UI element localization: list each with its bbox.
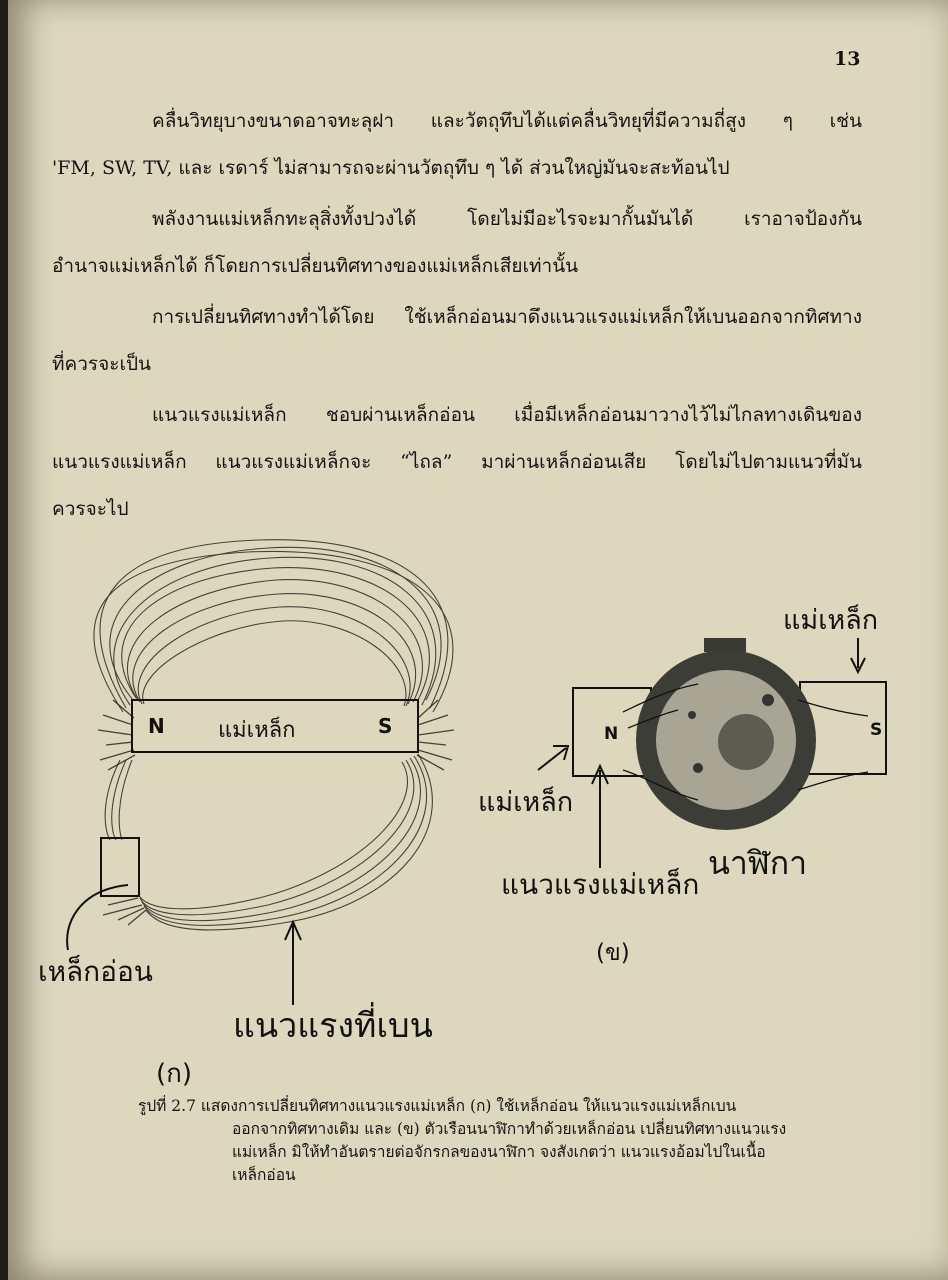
panel-a-label: (ก) <box>156 1059 193 1089</box>
text-line: แนวแรงแม่เหล็ก แนวแรงแม่เหล็กจะ “ไถล” มา… <box>52 451 862 473</box>
paragraph-magnetic-energy: พลังงานแม่เหล็กทะลุสิ่งทั้งปวงได้ โดยไม่… <box>52 196 862 290</box>
figure-a-hair-tufts <box>97 699 455 926</box>
magnet-left-label: แม่เหล็ก <box>478 787 574 818</box>
figure-2-7-drawing <box>66 539 887 1005</box>
text-line: ควรจะไป <box>52 498 129 520</box>
bent-lines-label: แนวแรงที่เบน <box>233 1006 433 1046</box>
magnet-top-label: แม่เหล็ก <box>783 605 879 636</box>
watch-label: นาฬิกา <box>708 844 808 882</box>
soft-iron-pointer <box>66 884 129 951</box>
figure-b-field-lines <box>622 683 869 801</box>
figure-caption: รูปที่ 2.7 แสดงการเปลี่ยนทิศทางแนวแรงแม่… <box>138 1095 858 1187</box>
text-line: พลังงานแม่เหล็กทะลุสิ่งทั้งปวงได้ โดยไม่… <box>152 208 862 230</box>
force-lines-label: แนวแรงแม่เหล็ก <box>501 868 700 901</box>
watch-mechanism <box>718 714 774 770</box>
caption-line: เหล็กอ่อน <box>232 1166 296 1184</box>
magnet-label-a: แม่เหล็ก <box>218 718 296 743</box>
caption-line: รูปที่ 2.7 แสดงการเปลี่ยนทิศทางแนวแรงแม่… <box>138 1097 737 1115</box>
bar-magnet-a <box>131 699 419 753</box>
caption-line: แม่เหล็ก มิให้ทำอันตรายต่อจักรกลของนาฬิก… <box>232 1143 766 1161</box>
page-number: 13 <box>834 48 861 70</box>
soft-iron-block <box>100 837 140 897</box>
panel-b-label: (ข) <box>596 940 630 966</box>
figure-a-field-lines <box>93 539 454 931</box>
magnet-n-pole-b: N <box>604 724 619 744</box>
paragraph-radio-waves: คลื่นวิทยุบางขนาดอาจทะลุฝา และวัตถุทึบได… <box>52 98 862 192</box>
text-line: การเปลี่ยนทิศทางทำได้โดย ใช้เหล็กอ่อนมาด… <box>152 306 862 328</box>
text-line: 'FM, SW, TV, และ เรดาร์ ไม่สามารถจะผ่านว… <box>52 157 730 179</box>
magnet-n-pole: N <box>148 714 165 738</box>
magnet-left-arrow <box>537 745 570 771</box>
book-page: 13 คลื่นวิทยุบางขนาดอาจทะลุฝา และวัตถุทึ… <box>8 0 948 1280</box>
paragraph-soft-iron: แนวแรงแม่เหล็ก ชอบผ่านเหล็กอ่อน เมื่อมีเ… <box>52 392 862 533</box>
text-line: อำนาจแม่เหล็กได้ ก็โดยการเปลี่ยนทิศทางขอ… <box>52 255 579 277</box>
watch-crown <box>704 638 746 652</box>
text-line: ที่ควรจะเป็น <box>52 353 151 375</box>
caption-line: ออกจากทิศทางเดิม และ (ข) ตัวเรือนนาฬิกาท… <box>232 1120 787 1138</box>
soft-iron-label: เหล็กอ่อน <box>38 955 153 988</box>
bent-lines-arrow <box>284 919 302 1005</box>
magnet-top-arrow <box>850 638 866 675</box>
force-lines-arrow <box>591 763 609 868</box>
paragraph-changing-direction: การเปลี่ยนทิศทางทำได้โดย ใช้เหล็กอ่อนมาด… <box>52 294 862 388</box>
magnet-s-pole-b: S <box>870 720 883 740</box>
text-line: คลื่นวิทยุบางขนาดอาจทะลุฝา และวัตถุทึบได… <box>152 110 862 132</box>
text-line: แนวแรงแม่เหล็ก ชอบผ่านเหล็กอ่อน เมื่อมีเ… <box>152 404 862 426</box>
magnet-s-pole: S <box>378 714 393 738</box>
